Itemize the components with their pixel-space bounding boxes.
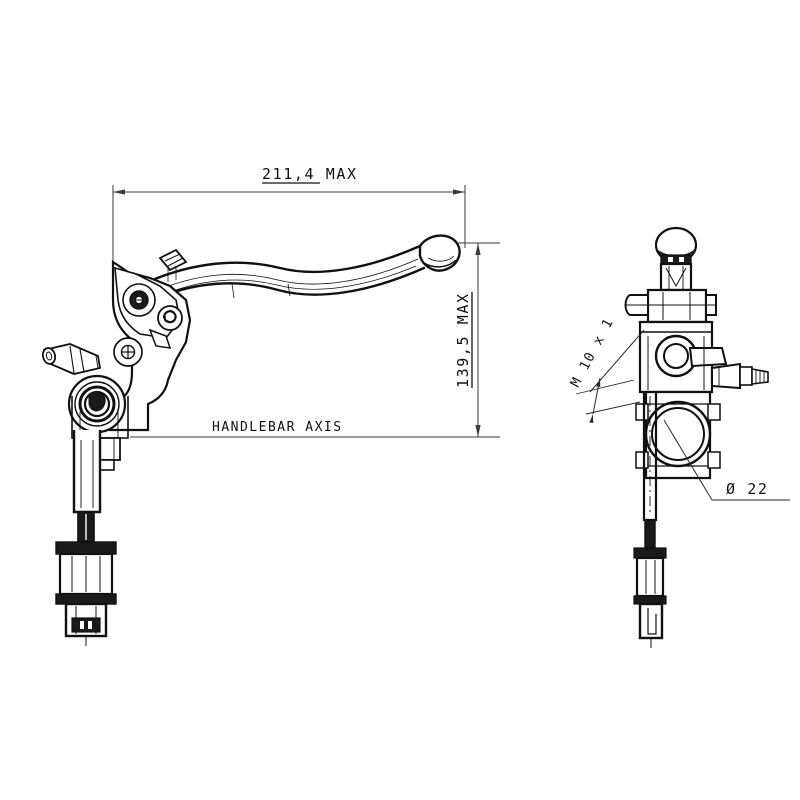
dimension-label-thread: M 10 x 1 [567, 315, 617, 390]
front-lever-stem [659, 262, 693, 292]
barb-base [711, 362, 741, 390]
lever-ball-detail [427, 255, 455, 262]
lever-detail-line-1 [155, 258, 419, 292]
front-handlebar-clamp [635, 390, 721, 480]
dimension-label-overall-length: 211,4 MAX [262, 165, 358, 183]
front-adjuster-collar-top [633, 547, 667, 559]
clevis-eye-hole-2 [88, 621, 92, 629]
front-clevis-detail [647, 608, 657, 635]
front-pivot-arm [688, 347, 728, 368]
banjo-flange-3 [95, 355, 99, 369]
front-mid-body [638, 320, 728, 394]
handlebar-axis-label: HANDLEBAR AXIS [212, 420, 343, 435]
front-adjuster-body [635, 556, 665, 598]
handlebar-clamp-ring [67, 374, 127, 434]
pushrod-assembly [55, 430, 117, 646]
adjuster-collar-top [55, 541, 117, 555]
adjuster-collar-bottom [55, 593, 117, 605]
dimension-overall-length: 211,4 MAX [112, 165, 466, 262]
lever-top-edge [148, 244, 422, 283]
lever-detail-line-2 [159, 265, 417, 297]
lever-ball-seam [423, 259, 457, 268]
lever-ball-end [418, 234, 461, 272]
m10-extension-1 [575, 379, 635, 395]
lever-detail-line-4 [287, 283, 291, 297]
front-hose-barb [711, 362, 769, 390]
m10-dimension-line [589, 377, 601, 424]
banjo-flange-2 [79, 348, 85, 373]
dimension-label-bore: Ø 22 [726, 480, 769, 498]
nipple-rib-1 [164, 253, 181, 262]
front-clamp-bore [651, 407, 705, 461]
nipple-rib-2 [167, 257, 184, 267]
callout-bore-diameter: Ø 22 [663, 419, 790, 501]
front-clamp-ear-left-top [635, 403, 649, 421]
lever-pivot-boss [122, 283, 156, 317]
rod-barrel-upper [72, 430, 102, 514]
front-rod-thin [644, 519, 656, 549]
secondary-pivot [113, 337, 143, 367]
banjo-bore [45, 351, 53, 361]
front-clamp-ear-right-top [707, 403, 721, 421]
master-cylinder-body [41, 248, 192, 471]
lever-ball-outline [418, 234, 461, 272]
nipple-body [158, 248, 188, 272]
front-pushrod-assembly [633, 392, 667, 648]
span-adjuster-knob [157, 305, 183, 331]
front-clevis-body [638, 602, 664, 640]
front-lever-ball [654, 226, 698, 265]
brake-lever [148, 234, 461, 302]
rod-adjuster-barrel [55, 541, 117, 605]
front-ball-collar-slot-1 [668, 257, 673, 262]
reservoir-hose-nipple [158, 248, 188, 282]
front-adjuster-collar-bottom [633, 595, 667, 605]
front-housing-block [646, 288, 708, 324]
pushrod-link-block [148, 328, 172, 349]
lever-detail-line-3 [231, 283, 235, 299]
front-ball-collar-slot-2 [679, 257, 684, 262]
front-pivot-inner [663, 343, 689, 369]
adjuster-knob-outer [157, 305, 183, 331]
clevis-eye-hole-1 [80, 621, 84, 629]
clamp-bore-shadow [88, 391, 106, 412]
callout-thread-m10x1: M 10 x 1 [567, 315, 645, 424]
side-view [41, 234, 461, 646]
barb-collar [739, 366, 753, 386]
banjo-flange-1 [69, 345, 75, 374]
lever-bottom-edge [150, 266, 426, 302]
adjuster-knob-spiral [162, 310, 177, 324]
front-clamp-ear-left-bottom [635, 451, 649, 469]
banjo-bolt-fitting [41, 343, 102, 375]
bore-leader-line [663, 419, 713, 501]
front-ball-collar [660, 254, 692, 265]
front-clamp-ear-right-bottom [707, 451, 721, 469]
clevis-eye-block [71, 617, 101, 633]
rod-clevis-end [64, 602, 108, 646]
annotation-handlebar-axis: HANDLEBAR AXIS [130, 420, 455, 438]
front-upper-housing [624, 288, 717, 324]
front-view [624, 226, 769, 648]
dimension-label-overall-height: 139,5 MAX [454, 292, 472, 388]
